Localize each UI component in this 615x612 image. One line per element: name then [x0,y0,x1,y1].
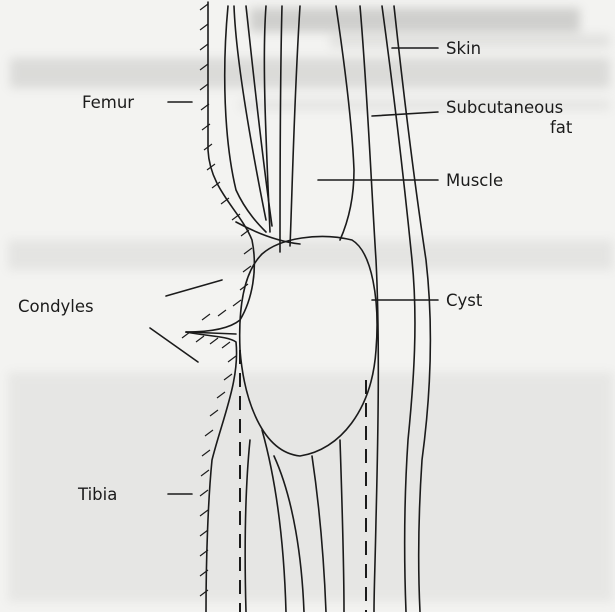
tibia-outline [186,332,237,612]
muscle-fibre-5 [280,6,282,252]
lower-muscle-1 [245,440,250,612]
condyles-leader-upper [166,280,222,296]
cyst-outline [240,236,377,456]
lower-muscle-5 [340,440,344,612]
deep-tissue-edge [360,6,378,612]
tibia-bone-hatching [182,332,236,596]
lower-muscle-3 [274,456,304,612]
condyles-label: Condyles [18,297,94,316]
femur-label: Femur [82,93,134,112]
muscle-label: Muscle [446,171,503,190]
muscle-fibre-1 [225,6,266,232]
fat-label: fat [550,118,573,137]
subcutaneous-label: Subcutaneous [446,98,563,117]
tibia-label: Tibia [77,485,117,504]
muscle-border-left [290,6,300,246]
femur-outline [186,2,254,332]
skin-label: Skin [446,39,481,58]
muscle-border-right [336,6,354,240]
muscle-fibre-4 [264,6,270,232]
skin-line [394,6,430,612]
lower-muscle-4 [312,456,326,612]
cyst-label: Cyst [446,291,483,310]
subcutaneous-leader-line [372,112,438,116]
subcutaneous-fat-inner-line [382,6,415,612]
